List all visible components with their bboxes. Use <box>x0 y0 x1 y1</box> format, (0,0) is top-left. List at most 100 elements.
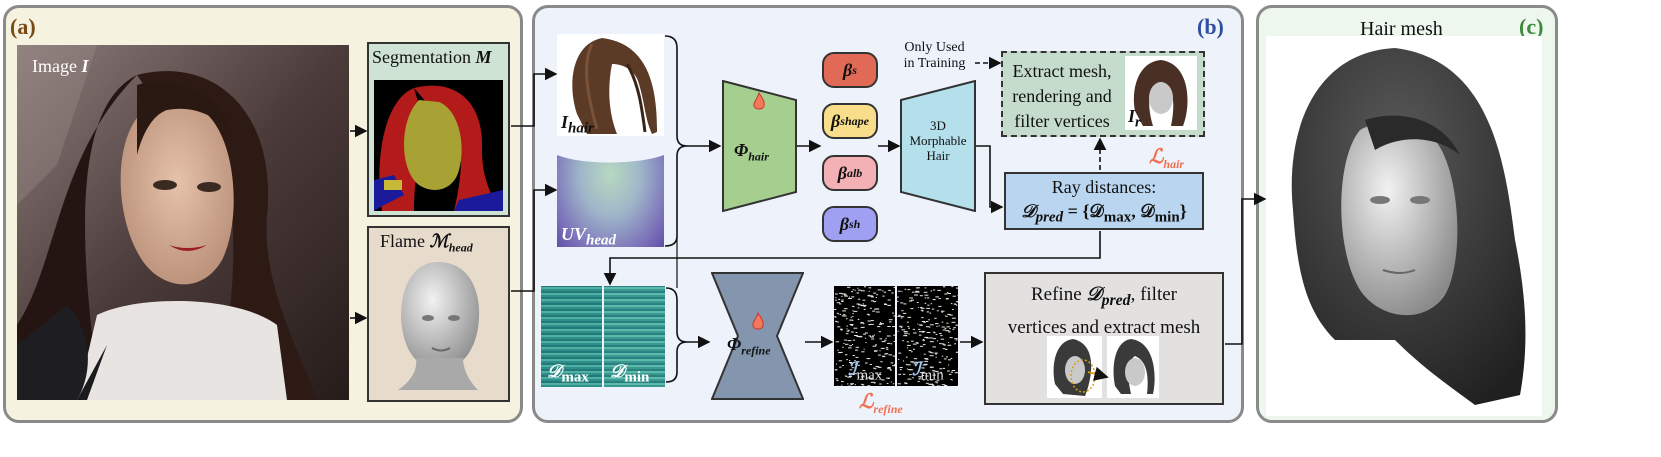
noise-speck <box>936 325 938 327</box>
noise-speck <box>863 323 865 325</box>
noise-speck <box>834 309 837 310</box>
noise-speck <box>925 326 930 328</box>
noise-speck <box>836 363 838 365</box>
noise-speck <box>862 299 866 301</box>
noise-speck <box>890 381 892 383</box>
loss-refine: ℒrefine <box>859 391 903 416</box>
noise-speck <box>943 358 947 360</box>
noise-speck <box>912 328 915 330</box>
image-symbol: I <box>81 56 89 76</box>
noise-speck <box>851 367 855 369</box>
noise-speck <box>924 297 926 299</box>
image-caption: Image <box>32 56 77 76</box>
noise-speck <box>901 329 906 331</box>
noise-speck <box>935 334 938 335</box>
noise-speck <box>888 289 891 291</box>
noise-speck <box>905 364 908 365</box>
noise-speck <box>847 376 852 378</box>
hair-image-drawing <box>572 38 657 134</box>
phi-refine-network <box>710 272 805 400</box>
noise-speck <box>835 320 837 322</box>
noise-speck <box>838 298 841 300</box>
noise-speck <box>950 303 953 305</box>
noise-speck <box>955 351 959 353</box>
noise-speck <box>847 340 852 342</box>
noise-speck <box>920 309 924 311</box>
noise-speck <box>906 364 911 366</box>
noise-speck <box>886 335 891 337</box>
noise-speck <box>916 302 919 303</box>
noise-speck <box>922 344 926 346</box>
noise-speck <box>925 321 929 322</box>
distance-map-max-label: 𝒟max <box>547 361 589 386</box>
refined-map-max-label: ℐmax <box>848 359 883 384</box>
noise-speck <box>893 341 896 342</box>
noise-speck <box>924 287 927 289</box>
noise-speck <box>945 330 950 332</box>
noise-speck <box>887 304 891 306</box>
noise-speck <box>887 326 891 327</box>
noise-speck <box>873 367 876 369</box>
ray-distances-formula: 𝒟pred = {𝒟max, 𝒟min} <box>1021 201 1187 226</box>
noise-speck <box>852 355 855 356</box>
noise-speck <box>875 308 879 310</box>
noise-speck <box>843 308 848 310</box>
noise-speck <box>857 287 859 289</box>
noise-speck <box>919 324 923 326</box>
noise-speck <box>844 339 847 341</box>
image-caption-group: Image I <box>32 56 89 77</box>
phi-refine-label: Φrefine <box>727 334 771 358</box>
noise-speck <box>854 363 858 365</box>
noise-speck <box>902 360 905 362</box>
noise-speck <box>923 291 928 293</box>
noise-speck <box>939 368 943 370</box>
noise-speck <box>852 306 855 308</box>
noise-speck <box>848 298 852 299</box>
noise-speck <box>946 316 948 317</box>
noise-speck <box>873 334 875 336</box>
noise-speck <box>917 323 919 325</box>
noise-speck <box>837 349 839 351</box>
noise-speck <box>916 342 919 344</box>
flame-caption-group: Flame ℳhead <box>380 231 473 256</box>
uv-head-map <box>557 143 664 247</box>
noise-speck <box>861 305 864 307</box>
noise-speck <box>841 295 843 297</box>
refine-before-thumbnail <box>1047 336 1102 398</box>
noise-speck <box>929 352 932 353</box>
noise-speck <box>942 348 946 350</box>
noise-speck <box>926 332 931 333</box>
noise-speck <box>860 290 865 292</box>
noise-speck <box>904 332 908 334</box>
noise-speck <box>852 344 854 345</box>
noise-speck <box>850 324 854 326</box>
noise-speck <box>850 331 854 333</box>
noise-speck <box>846 330 849 332</box>
hair-mesh-render <box>1275 40 1540 410</box>
noise-speck <box>924 302 927 304</box>
noise-speck <box>873 382 876 384</box>
noise-speck <box>922 372 925 374</box>
noise-speck <box>879 383 882 385</box>
noise-speck <box>836 380 839 382</box>
noise-speck <box>898 314 901 316</box>
noise-speck <box>901 310 904 312</box>
noise-speck <box>865 342 867 344</box>
noise-speck <box>883 291 887 293</box>
noise-speck <box>857 307 860 309</box>
noise-speck <box>910 340 914 342</box>
noise-speck <box>950 371 954 373</box>
noise-speck <box>847 383 849 385</box>
noise-speck <box>907 344 911 346</box>
noise-speck <box>839 292 843 294</box>
noise-speck <box>836 312 839 314</box>
noise-speck <box>897 296 899 298</box>
noise-speck <box>927 379 929 381</box>
noise-speck <box>857 364 860 366</box>
noise-speck <box>880 361 883 363</box>
noise-speck <box>938 298 941 299</box>
noise-speck <box>918 334 922 336</box>
phi-refine-shape <box>710 272 805 400</box>
noise-speck <box>907 316 911 318</box>
